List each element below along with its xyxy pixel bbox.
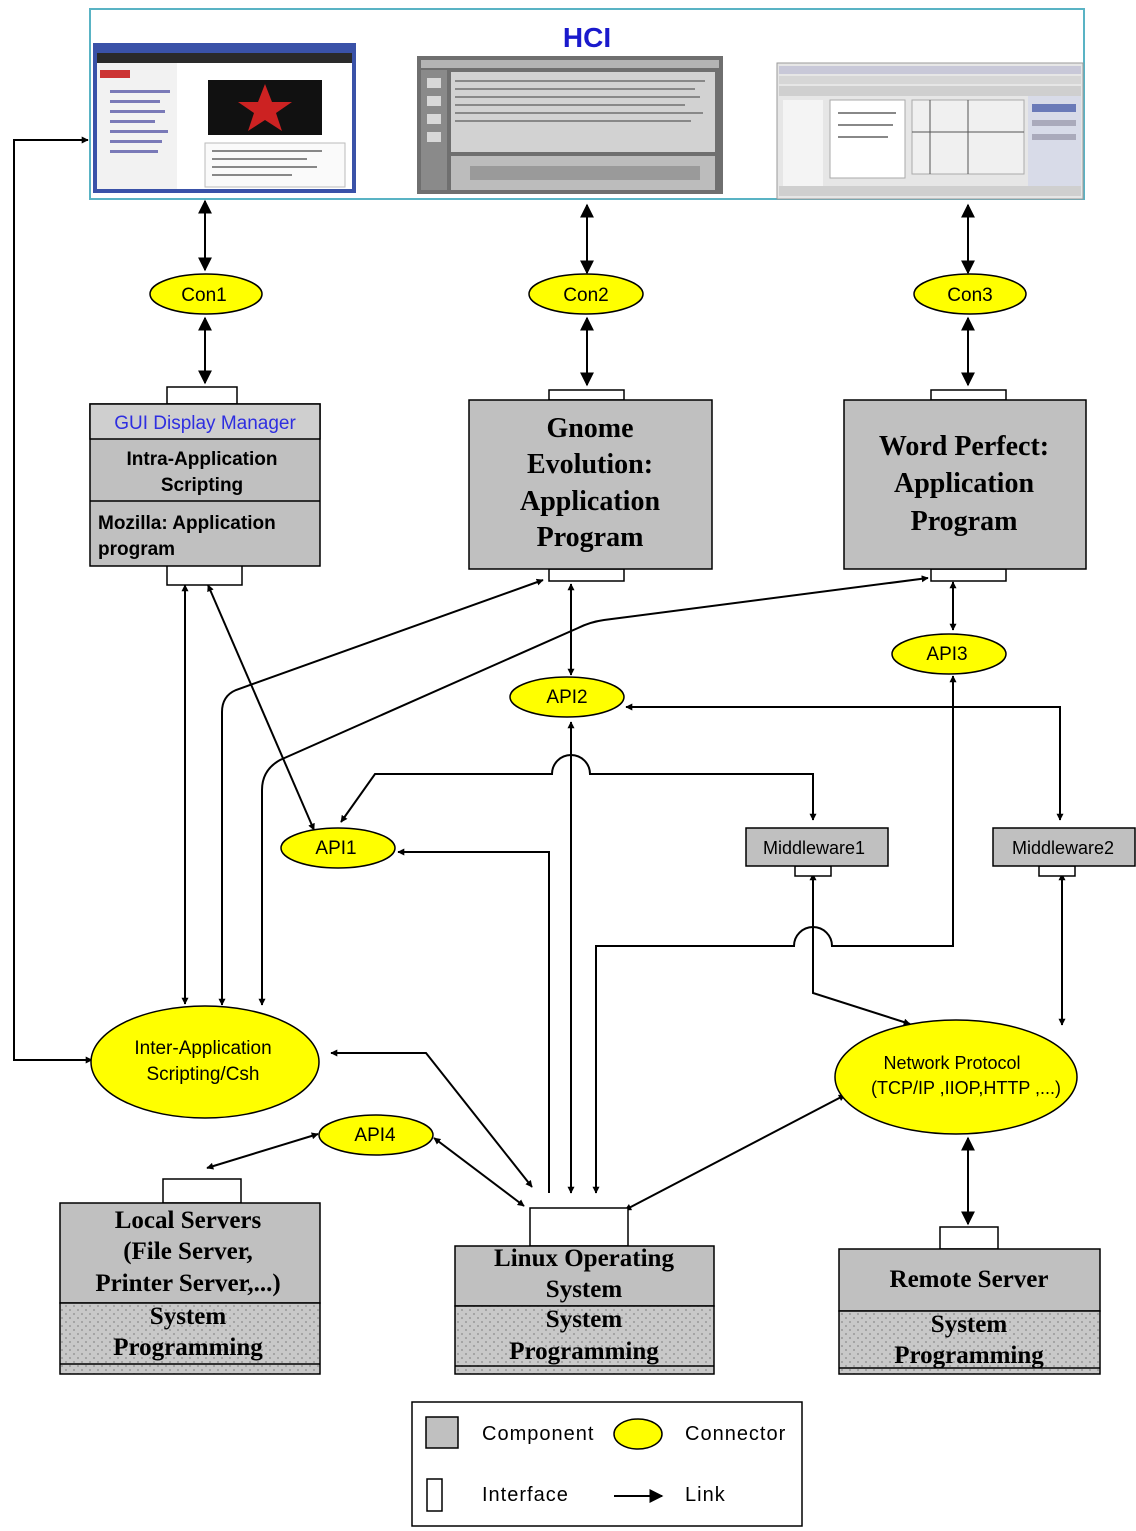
inter-app-line2: Scripting/Csh	[147, 1064, 260, 1085]
hci-title: HCI	[563, 22, 611, 53]
mozilla-browser-screenshot	[93, 43, 356, 193]
legend-border	[411, 1401, 803, 1527]
link-api1-mw1	[340, 754, 817, 823]
linux-sys-line2: Programming	[509, 1338, 659, 1365]
gnome-evolution-component: Gnome Evolution: Application Program	[468, 399, 713, 570]
api1-label: API1	[315, 838, 356, 859]
local-servers-component: Local Servers (File Server, Printer Serv…	[59, 1202, 321, 1375]
gui-mozilla-line2: program	[98, 539, 175, 560]
links	[13, 136, 1066, 1226]
local-sys-line1: System	[150, 1303, 227, 1330]
api4-connector: API4	[318, 1114, 434, 1156]
legend-connector-swatch	[613, 1418, 663, 1450]
middleware1-component: Middleware1	[745, 827, 889, 867]
word-perfect-component: Word Perfect: Application Program	[843, 399, 1087, 570]
con3-connector: Con3	[913, 273, 1027, 315]
gui-intra-line2: Scripting	[161, 475, 243, 496]
interface-remote	[939, 1226, 999, 1250]
interface-gnome-bottom	[548, 568, 625, 582]
api4-label: API4	[354, 1125, 396, 1146]
remote-sys-line2: Programming	[894, 1342, 1044, 1369]
gnome-line2: Evolution:	[527, 449, 653, 480]
legend: Component Connector Interface Link	[411, 1401, 803, 1527]
legend-interface-swatch	[426, 1478, 443, 1512]
api3-connector: API3	[891, 633, 1007, 675]
network-protocol-connector: Network Protocol (TCP/IP ,IIOP,HTTP ,...…	[834, 1019, 1078, 1135]
interface-gui-bottom	[166, 564, 243, 586]
middleware2-component: Middleware2	[992, 827, 1136, 867]
gnome-line3: Application	[520, 486, 660, 517]
link-api2-mw2	[625, 703, 1064, 821]
linux-sys-line1: System	[546, 1306, 623, 1333]
interface-gui-top	[166, 386, 238, 405]
local-sys-line2: Programming	[113, 1334, 263, 1361]
link-network-linux	[624, 1094, 846, 1211]
con3-label: Con3	[947, 285, 992, 306]
interface-wp-top	[930, 389, 1007, 401]
local-title-line1: Local Servers	[115, 1207, 262, 1234]
api1-connector: API1	[280, 827, 396, 869]
interface-mw2-bottom	[1038, 865, 1076, 877]
middleware2-label: Middleware2	[1012, 838, 1114, 858]
hci-panel: HCI	[89, 8, 1085, 200]
word-perfect-screenshot	[776, 62, 1084, 200]
con1-label: Con1	[181, 285, 226, 306]
link-inter-gnome	[218, 578, 544, 1006]
local-title-line3: Printer Server,...)	[95, 1270, 280, 1297]
network-line2: (TCP/IP ,IIOP,HTTP ,...)	[871, 1078, 1061, 1098]
api3-label: API3	[926, 644, 967, 665]
legend-interface-label: Interface	[482, 1484, 569, 1506]
remote-title: Remote Server	[890, 1266, 1049, 1293]
api2-label: API2	[546, 687, 587, 708]
legend-link-label: Link	[685, 1484, 726, 1506]
interface-local	[162, 1178, 242, 1204]
wp-line1: Word Perfect:	[879, 431, 1049, 462]
linux-title-line2: System	[546, 1276, 623, 1303]
gui-mozilla-line1: Mozilla: Application	[98, 513, 276, 534]
remote-server-component: Remote Server System Programming	[838, 1248, 1101, 1375]
inter-application-connector: Inter-Application Scripting/Csh	[90, 1005, 320, 1119]
api2-connector: API2	[509, 676, 625, 718]
link-linux-api1	[397, 848, 550, 1193]
gui-title: GUI Display Manager	[114, 413, 296, 434]
wp-line2: Application	[894, 468, 1034, 499]
connectors: Con1 Con2 Con3 API2 API3 API1 API4 Inte	[90, 273, 1078, 1156]
network-line1: Network Protocol	[883, 1053, 1020, 1073]
link-mw1-network	[809, 873, 911, 1026]
interface-wp-bottom	[930, 568, 1007, 582]
link-api4-linux	[433, 1137, 525, 1207]
con2-connector: Con2	[528, 273, 644, 315]
local-title-line2: (File Server,	[123, 1238, 253, 1265]
link-api4-local	[206, 1132, 319, 1170]
interface-mw1-bottom	[794, 865, 832, 877]
link-inter-wp	[258, 575, 929, 1006]
legend-component-swatch	[425, 1416, 459, 1449]
gnome-line1: Gnome	[546, 413, 633, 444]
gnome-evolution-screenshot	[417, 56, 723, 194]
remote-sys-line1: System	[931, 1311, 1008, 1338]
con1-connector: Con1	[149, 273, 263, 315]
gui-display-manager-component: GUI Display Manager Intra-Application Sc…	[89, 403, 321, 567]
con2-label: Con2	[563, 285, 608, 306]
linux-os-component: Linux Operating System System Programmin…	[454, 1245, 715, 1375]
legend-component-label: Component	[482, 1423, 594, 1445]
middleware1-label: Middleware1	[763, 838, 865, 858]
link-inter-hci	[13, 136, 93, 1064]
gui-intra-line1: Intra-Application	[127, 449, 278, 470]
legend-connector-label: Connector	[685, 1423, 786, 1445]
linux-title-line1: Linux Operating	[494, 1245, 674, 1272]
gnome-line4: Program	[537, 522, 644, 553]
interface-linux	[529, 1207, 629, 1247]
wp-line3: Program	[911, 506, 1018, 537]
interface-gnome-top	[548, 389, 625, 401]
inter-app-line1: Inter-Application	[134, 1038, 271, 1059]
